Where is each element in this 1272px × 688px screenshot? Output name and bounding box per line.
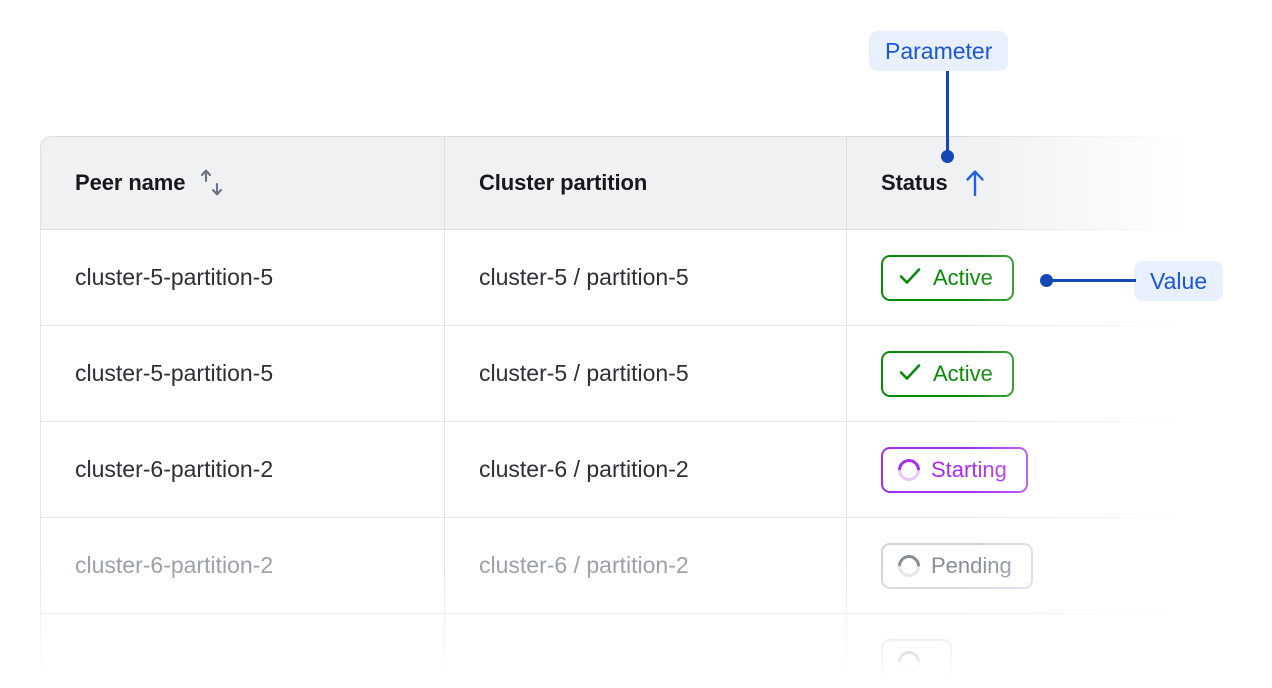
arrow-up-icon[interactable]: [962, 168, 988, 198]
annotation-dot-parameter: [941, 150, 954, 163]
annotation-badge-value: Value: [1134, 261, 1224, 301]
cell-status: Pending: [846, 518, 1200, 614]
column-header-status[interactable]: Status: [846, 136, 1200, 230]
annotation-leader-line-parameter: [946, 71, 949, 157]
status-badge-starting: Starting: [881, 446, 1028, 493]
status-badge-label: Starting: [931, 456, 1007, 482]
column-header-cluster-partition-label: Cluster partition: [479, 170, 648, 195]
cell-cluster-partition: cluster-5 / partition-5: [444, 326, 846, 422]
cell-cluster-partition: cluster-6 / partition-2: [444, 518, 846, 614]
cell-peer-name: cluster-6-partition-2: [40, 518, 444, 614]
cell-status: Starting: [846, 422, 1200, 518]
spinner-icon: [893, 645, 925, 678]
table-header-row: Peer name Cluster partition: [40, 136, 1200, 230]
cell-peer-name: cluster-5-partition-5: [40, 230, 444, 326]
peers-table-container: Peer name Cluster partition: [40, 136, 1200, 688]
annotation-leader-line-value: [1050, 279, 1136, 282]
check-icon: [898, 266, 922, 290]
status-badge-pending: [881, 638, 952, 685]
table-row[interactable]: cluster-5-partition-5 cluster-5 / partit…: [40, 230, 1200, 326]
table-row[interactable]: cluster-6-partition-2 cluster-6 / partit…: [40, 518, 1200, 614]
cell-status: [846, 614, 1200, 688]
spinner-icon: [893, 453, 925, 486]
peers-table: Peer name Cluster partition: [40, 136, 1200, 688]
cell-status: Active: [846, 326, 1200, 422]
status-badge-active: Active: [881, 254, 1014, 301]
cell-cluster-partition: cluster-5 / partition-5: [444, 230, 846, 326]
table-row[interactable]: cluster-5-partition-5 cluster-5 / partit…: [40, 326, 1200, 422]
table-header: Peer name Cluster partition: [40, 136, 1200, 230]
table-row[interactable]: [40, 614, 1200, 688]
spinner-icon: [893, 549, 925, 582]
status-badge-label: Pending: [931, 552, 1012, 578]
cell-cluster-partition: cluster-6 / partition-2: [444, 422, 846, 518]
annotation-dot-value: [1040, 274, 1053, 287]
check-icon: [898, 362, 922, 386]
status-badge-active: Active: [881, 350, 1014, 397]
cell-cluster-partition: [444, 614, 846, 688]
column-header-peer-name[interactable]: Peer name: [40, 136, 444, 230]
status-badge-label: Active: [933, 264, 993, 290]
cell-peer-name: [40, 614, 444, 688]
status-badge-pending: Pending: [881, 542, 1033, 589]
sort-both-icon[interactable]: [199, 168, 225, 198]
status-badge-label: Active: [933, 360, 993, 386]
table-body: cluster-5-partition-5 cluster-5 / partit…: [40, 230, 1200, 688]
cell-peer-name: cluster-6-partition-2: [40, 422, 444, 518]
table-row[interactable]: cluster-6-partition-2 cluster-6 / partit…: [40, 422, 1200, 518]
annotation-badge-parameter: Parameter: [869, 31, 1009, 71]
column-header-peer-name-label: Peer name: [75, 170, 186, 195]
cell-peer-name: cluster-5-partition-5: [40, 326, 444, 422]
column-header-status-label: Status: [881, 170, 948, 195]
column-header-cluster-partition[interactable]: Cluster partition: [444, 136, 846, 230]
